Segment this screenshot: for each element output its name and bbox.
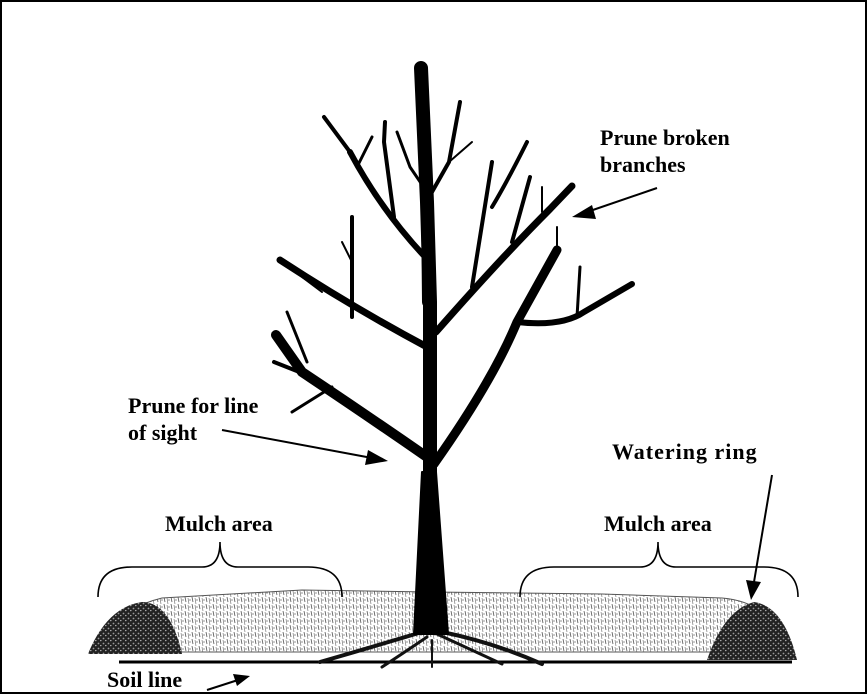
label-soil-line: Soil line (107, 666, 182, 693)
label-prune-line-of-sight: Prune for line of sight (128, 392, 258, 446)
label-prune-broken-line2: branches (600, 151, 730, 178)
label-watering-ring: Watering ring (612, 438, 758, 465)
tree-trunk (414, 472, 448, 634)
label-prune-sight-line2: of sight (128, 419, 258, 446)
arrow-soil-line (207, 674, 250, 690)
mulch-brace-left (98, 542, 342, 597)
arrow-watering-ring (746, 475, 772, 600)
label-prune-broken-branches: Prune broken branches (600, 124, 730, 178)
label-prune-sight-line1: Prune for line (128, 392, 258, 419)
label-mulch-area-left: Mulch area (165, 510, 273, 537)
arrow-prune-broken (572, 188, 657, 219)
label-prune-broken-line1: Prune broken (600, 124, 730, 151)
tree (274, 68, 632, 634)
label-mulch-area-right: Mulch area (604, 510, 712, 537)
